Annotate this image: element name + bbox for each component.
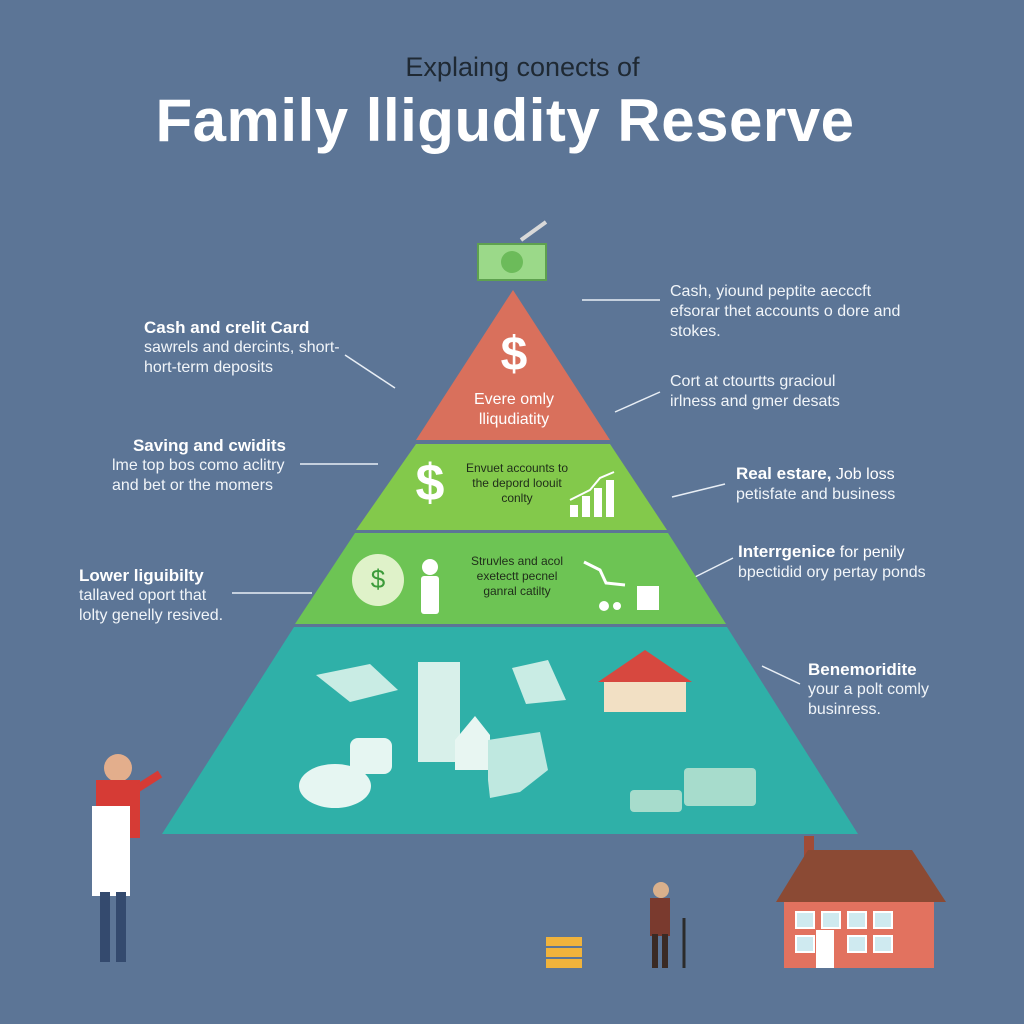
pyramid-tier-top [416,290,610,440]
right-label-1-body: Cash, yiound peptite aecccft efsorar the… [670,283,901,340]
coin-icon [352,554,404,606]
elderly-figure [650,882,686,968]
left-label-1-heading: Cash and crelit Card [144,318,310,337]
right-label-4-body: bpectidid ory pertay ponds [738,564,926,581]
right-label-4-heading-rest: for penily [835,544,905,561]
leader-line [671,483,726,498]
right-label-4: Interrgenice for penily bpectidid ory pe… [738,542,953,583]
coin-stack-icon [546,937,582,968]
right-label-3: Real estare, Job loss petisfate and busi… [736,464,936,505]
building-icon [418,662,490,770]
right-label-2: Cort at ctourtts gracioul irlness and gm… [670,372,885,412]
cup-icon [599,586,659,611]
tier2-dollar-symbol: $ [415,454,445,512]
diagram-title: Family lligudity Reserve [155,87,855,154]
right-label-3-heading: Real estare, [736,464,832,483]
cash-bundle-icon [316,660,566,704]
left-label-3: Lower liguibilty tallaved oport that lol… [79,566,229,626]
tier3-dollar-symbol: $ [370,564,386,594]
left-label-3-body: tallaved oport that lolty genelly resive… [79,587,224,624]
tier1-dollar-symbol: $ [500,328,528,381]
left-label-1-body: sawrels and dercints, short-hort-term de… [144,339,340,376]
sock-icon [488,732,548,798]
left-label-2-body: lme top bos como aclitry and bet or the … [112,457,285,494]
right-label-5-body: your a polt comly businress. [808,681,929,718]
growth-chart-icon [569,471,615,517]
downtrend-icon [583,560,626,587]
presenter-figure [92,754,163,962]
scroll-icon [299,738,392,808]
tier3-text: Struvles and acol exetectt pecnel ganral… [470,554,564,598]
left-label-2: Saving and cwidits lme top bos como acli… [112,436,307,496]
leader-line [761,665,801,685]
left-label-3-heading: Lower liguibilty [79,566,204,585]
tier2-text: Envuet accounts to the depord loouit con… [465,461,569,505]
tier1-text: Evere omly lliqudiatity [473,391,555,428]
money-stack-icon [630,768,756,812]
right-label-2-body: Cort at ctourtts gracioul irlness and gm… [670,373,840,410]
family-house-icon [776,836,946,968]
right-label-1: Cash, yiound peptite aecccft efsorar the… [670,282,905,342]
banknote-icon [477,220,548,281]
left-label-2-heading: Saving and cwidits [132,436,287,455]
person-icon [421,559,439,614]
right-label-4-heading: Interrgenice [738,542,836,561]
pyramid-tier-3 [295,533,726,624]
leader-line [344,354,396,389]
diagram-subtitle: Explaing conects of [405,52,640,82]
left-label-1: Cash and crelit Card sawrels and dercint… [144,318,344,378]
right-label-3-heading-rest: Job loss [831,466,895,483]
house-icon [598,650,692,712]
leader-line [694,557,734,578]
leader-line [614,391,661,413]
right-label-3-body: petisfate and business [736,486,896,503]
right-label-5-heading: Benemoridite [808,660,917,679]
right-label-5: Benemoridite your a polt comly businress… [808,660,968,720]
